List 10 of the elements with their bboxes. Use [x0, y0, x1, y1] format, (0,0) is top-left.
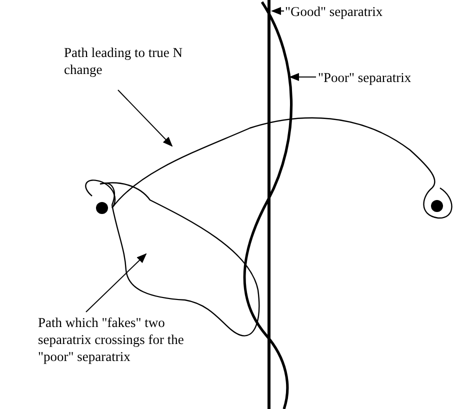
leader-line	[289, 73, 316, 81]
trajectory-path	[99, 182, 260, 336]
callout-text: "Poor" separatrix	[318, 69, 412, 86]
callout-text: Path which "fakes" two separatrix crossings for the "poor" separatrix	[38, 314, 206, 365]
leader-line	[271, 7, 284, 15]
leader-line	[86, 253, 147, 312]
trajectory-path	[85, 117, 452, 219]
callout-text: "Good" separatrix	[285, 3, 383, 20]
leader-line	[118, 90, 173, 147]
callout-text: Path leading to true N change	[64, 44, 214, 78]
